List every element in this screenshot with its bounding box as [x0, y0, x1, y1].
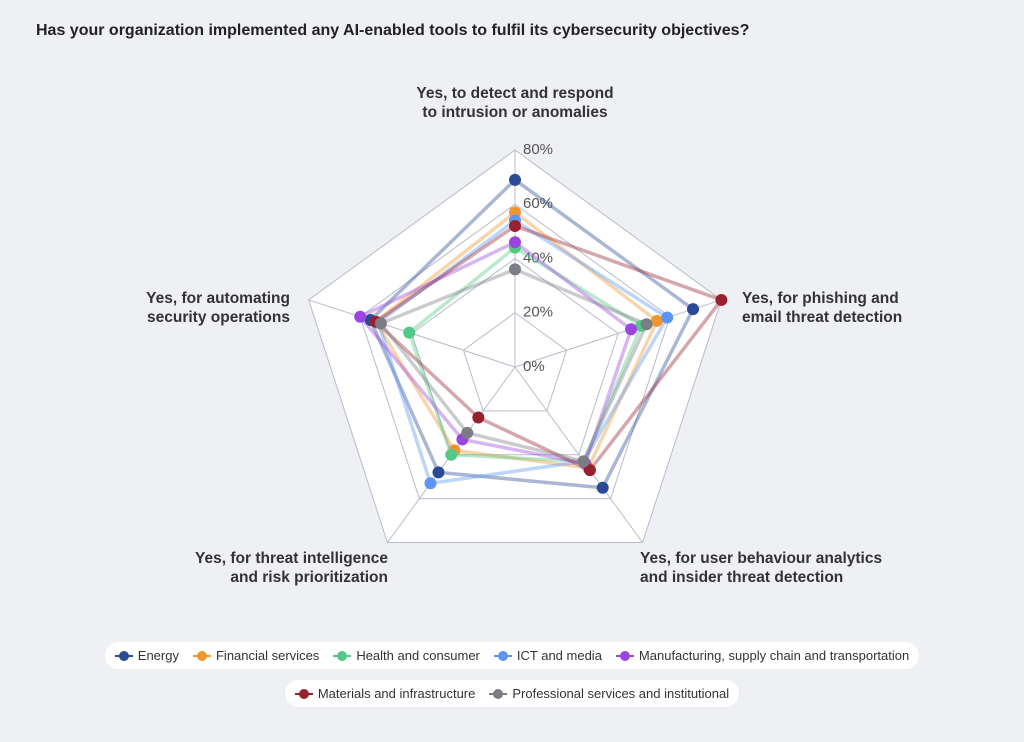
data-point [625, 323, 638, 336]
legend-label: Health and consumer [356, 648, 480, 663]
tick-label: 20% [523, 304, 553, 321]
series-line [368, 178, 695, 490]
grid-ring [359, 203, 671, 500]
legend-label: Energy [137, 648, 179, 663]
legend-label: Materials and infrastructure [317, 686, 476, 701]
data-point [509, 219, 521, 232]
axis-label: and insider threat detection [640, 569, 843, 586]
legend-marker-icon [489, 688, 508, 699]
legend-label: Financial services [215, 648, 320, 663]
legend-marker-icon [114, 650, 133, 661]
axis-label: to intrusion or anomalies [422, 104, 607, 121]
data-point [509, 173, 521, 186]
series-line [358, 240, 633, 466]
legend-row-2: Materials and infrastructure Professional… [284, 680, 740, 707]
axis-line [514, 366, 643, 543]
series-line [376, 218, 669, 486]
data-point [403, 326, 416, 339]
legend-marker-icon [294, 688, 313, 699]
data-point [640, 318, 653, 331]
tick-label: 0% [523, 358, 545, 375]
data-point [509, 236, 521, 249]
legend-marker-icon [493, 650, 512, 661]
axis-label: security operations [147, 309, 290, 326]
grid-ring [462, 312, 568, 412]
chart-title: Has your organization implemented any AI… [36, 22, 750, 39]
axis-label: Yes, for user behaviour analytics [640, 550, 882, 567]
legend-label: Manufacturing, supply chain and transpor… [638, 648, 910, 663]
series-line [373, 224, 724, 472]
grid-ring [308, 149, 722, 544]
axis-label: and risk prioritization [230, 569, 388, 586]
legend-row-1: Energy Financial services Health and consu… [104, 642, 920, 669]
legend-marker-icon [333, 650, 352, 661]
legend-item[interactable]: Materials and infrastructure [294, 686, 476, 701]
data-point [661, 311, 674, 324]
axis-label: Yes, to detect and respond [416, 85, 613, 102]
legend-item[interactable]: Energy [114, 648, 179, 663]
axis-label: email threat detection [742, 309, 902, 326]
series-line [373, 210, 659, 470]
axis-label: Yes, for threat intelligence [195, 550, 388, 567]
series-line [407, 245, 644, 464]
data-point [715, 293, 728, 306]
grid-ring [411, 257, 619, 456]
data-point [374, 317, 387, 330]
data-point [509, 263, 521, 276]
data-point [596, 481, 609, 494]
axis-line [514, 299, 722, 368]
legend-item[interactable]: ICT and media [493, 648, 602, 663]
data-point [445, 448, 458, 461]
radar-chart: 0% 20% 40% 60% 80% Yes, to detect and respond… [146, 85, 902, 586]
data-point [461, 426, 474, 439]
legend-item[interactable]: Financial services [192, 648, 320, 663]
data-point [472, 411, 485, 424]
tick-label: 80% [523, 141, 553, 158]
data-point [432, 466, 445, 479]
legend-item[interactable]: Manufacturing, supply chain and transpor… [615, 648, 910, 663]
data-point [424, 477, 437, 490]
tick-label: 60% [523, 195, 553, 212]
series-line [379, 267, 649, 464]
legend-label: Professional services and institutional [512, 686, 730, 701]
data-point [687, 303, 700, 316]
data-point [354, 310, 367, 323]
legend-item[interactable]: Health and consumer [333, 648, 480, 663]
tick-label: 40% [523, 249, 553, 266]
data-point [577, 455, 590, 468]
legend-label: ICT and media [516, 648, 602, 663]
data-point [583, 464, 596, 477]
legend-marker-icon [615, 650, 634, 661]
data-point [650, 314, 663, 327]
legend-item[interactable]: Professional services and institutional [489, 686, 729, 701]
legend-marker-icon [192, 650, 211, 661]
axis-label: Yes, for phishing and [742, 290, 899, 307]
axis-label: Yes, for automating [146, 290, 290, 307]
